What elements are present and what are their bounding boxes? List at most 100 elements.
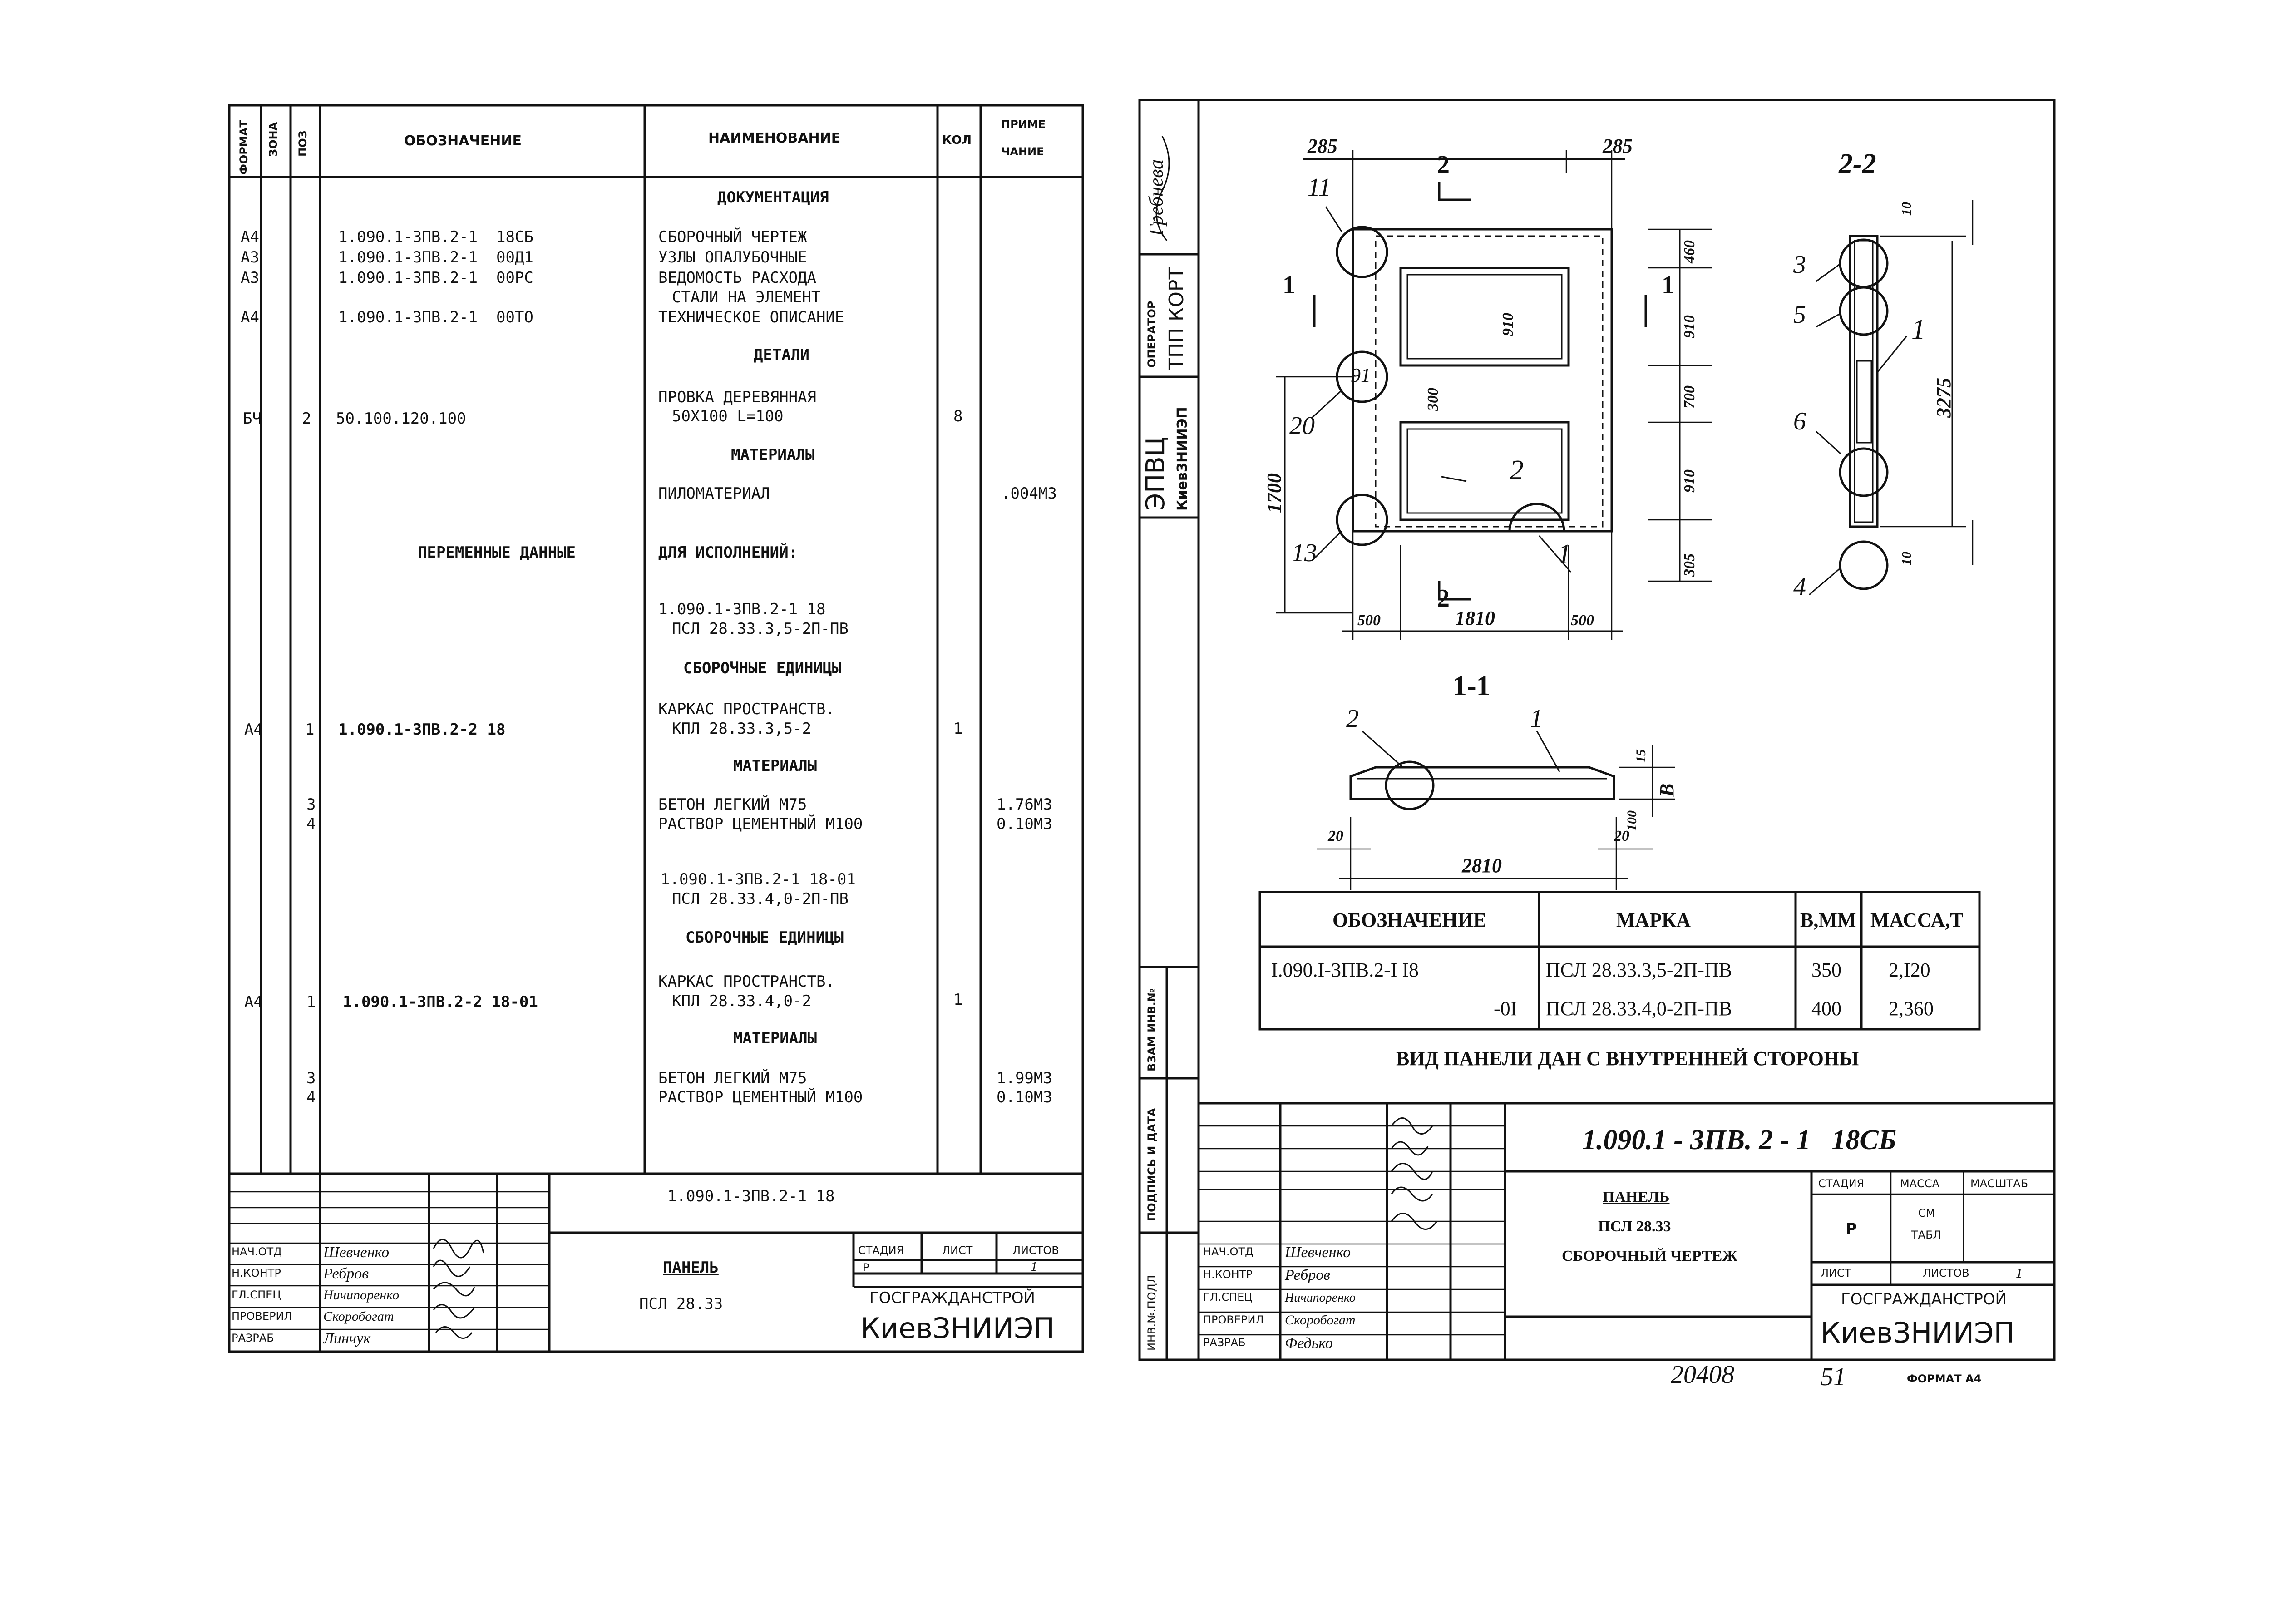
row-format: А4 (244, 993, 263, 1011)
person-name: Ребров (323, 1265, 369, 1282)
org-institute: КиевЗНИИЭП (1821, 1316, 2015, 1349)
callout-number: 6 (1793, 407, 1806, 435)
inv-subst-label: ВЗАМ ИНВ.№ (1145, 988, 1158, 1071)
row-note: 1.76М3 (997, 795, 1052, 814)
callout-number: 4 (1793, 573, 1806, 601)
person-name: Федько (1285, 1335, 1333, 1352)
row-name: УЗЛЫ ОПАЛУБОЧНЫЕ (658, 248, 807, 267)
org-name: ГОСГРАЖДАНСТРОЙ (869, 1289, 1035, 1307)
col-pos-label: ПОЗ (296, 130, 309, 157)
section-title: 1-1 (1453, 671, 1490, 701)
callout-number: 1 (1557, 539, 1571, 570)
row-name: КПЛ 28.33.3,5-2 (672, 720, 812, 738)
signature-scribbles (433, 136, 1438, 1339)
footer-number: 20408 (1671, 1361, 1734, 1389)
row-name: ПРОВКА ДЕРЕВЯННАЯ (658, 388, 816, 406)
row-code: 50.100.120.100 (336, 410, 466, 428)
stage-label: СТАДИЯ (858, 1244, 904, 1257)
row-qty: 8 (953, 407, 963, 425)
row-name: БЕТОН ЛЕГКИЙ М75 (658, 1069, 807, 1087)
callout-number: 11 (1308, 173, 1331, 202)
dim-label: 1700 (1263, 473, 1285, 513)
person-name: Скоробогат (323, 1309, 394, 1324)
section-1-1-view (1317, 730, 1675, 890)
person-name: Ничипоренко (323, 1288, 400, 1303)
dim-label: 305 (1681, 553, 1698, 577)
variable-data-label: ПЕРЕМЕННЫЕ ДАННЫЕ (418, 543, 576, 562)
row-note: 1.99М3 (997, 1069, 1052, 1087)
org-name: ГОСГРАЖДАНСТРОЙ (1841, 1290, 2007, 1308)
section-heading: СБОРОЧНЫЕ ЕДИНИЦЫ (683, 659, 841, 677)
sheet-label: ЛИСТ (1821, 1267, 1851, 1279)
callout-number: 13 (1292, 539, 1317, 567)
version-code: 1.090.1-3ПВ.2-1 18 (658, 600, 826, 618)
row-pos: 4 (306, 1088, 316, 1106)
row-note: .004М3 (1001, 484, 1057, 503)
role-label: РАЗРАБ (1203, 1336, 1246, 1349)
role-label: РАЗРАБ (232, 1332, 274, 1344)
row-note: 0.10М3 (997, 1088, 1052, 1106)
col-note-label-2: ЧАНИЕ (1001, 145, 1044, 158)
role-label: ГЛ.СПЕЦ (1203, 1291, 1253, 1303)
dim-label: 460 (1681, 240, 1698, 263)
title-drawing-type: СБОРОЧНЫЙ ЧЕРТЕЖ (1562, 1248, 1737, 1264)
row-code: 1.090.1-3ПВ.2-1 18СБ (338, 228, 533, 246)
person-name: Линчук (323, 1330, 371, 1347)
dim-label: 500 (1571, 612, 1594, 629)
role-label: ГЛ.СПЕЦ (232, 1288, 281, 1301)
row-qty: 1 (953, 991, 963, 1009)
inv-orig-label: ИНВ.№.ПОДЛ (1145, 1275, 1158, 1351)
dim-label: 500 (1357, 612, 1381, 629)
dim-label: 910 (1681, 315, 1698, 338)
mark-table-cell: ПСЛ 28.33.4,0-2П-ПВ (1546, 997, 1732, 1020)
role-label: НАЧ.ОТД (1203, 1245, 1253, 1258)
mass-label: МАССА (1900, 1177, 1940, 1190)
side-signature: Гребнева (1145, 159, 1167, 236)
sheets-label: ЛИСТОВ (1923, 1267, 1969, 1279)
person-name: Шевченко (1285, 1244, 1351, 1261)
section-heading: МАТЕРИАЛЫ (731, 446, 815, 464)
col-name-label: НАИМЕНОВАНИЕ (708, 130, 841, 146)
callout-number: 91 (1351, 364, 1371, 386)
dim-label: 20 (1614, 828, 1629, 844)
sign-date-label: ПОДПИСЬ И ДАТА (1145, 1108, 1158, 1221)
org-institute: КиевЗНИИЭП (860, 1312, 1055, 1345)
mark-table-frame (1258, 891, 1981, 1031)
stage-label: СТАДИЯ (1818, 1177, 1865, 1190)
section-heading: ДОКУМЕНТАЦИЯ (717, 188, 829, 207)
row-format: А3 (241, 248, 259, 267)
col-zone-label: ЗОНА (267, 122, 280, 157)
row-pos: 3 (306, 795, 316, 814)
version-mark: ПСЛ 28.33.4,0-2П-ПВ (672, 890, 849, 908)
role-label: Н.КОНТР (232, 1267, 281, 1279)
title-doc-code: 1.090.1-3ПВ.2-1 18 (667, 1187, 835, 1205)
role-label: Н.КОНТР (1203, 1268, 1253, 1281)
version-code: 1.090.1-3ПВ.2-1 18-01 (661, 870, 856, 889)
dim-label: 300 (1425, 388, 1441, 411)
left-sheet-frame (228, 104, 1084, 1353)
row-name: ПИЛОМАТЕРИАЛ (658, 484, 770, 503)
mark-table-header: МАССА,Т (1870, 909, 1964, 931)
cut-label: 1 (1662, 271, 1674, 299)
row-pos: 1 (306, 993, 316, 1011)
drawing-note: ВИД ПАНЕЛИ ДАН С ВНУТРЕННЕЙ СТОРОНЫ (1396, 1047, 1859, 1070)
row-code: 1.090.1-3ПВ.2-2 18 (338, 721, 506, 739)
title-doc-code: 1.090.1 - 3ПВ. 2 - 1 18СБ (1582, 1125, 1897, 1155)
stage-value: Р (863, 1261, 869, 1274)
scale-label: МАСШТАБ (1970, 1177, 2028, 1190)
cut-label: 2 (1437, 584, 1450, 612)
title-name: ПАНЕЛЬ (663, 1259, 719, 1277)
side-org-b: КиевЗНИИЭП (1174, 407, 1190, 511)
mark-table-header: МАРКА (1616, 909, 1691, 931)
dim-label: 285 (1308, 135, 1337, 157)
row-code: 1.090.1-3ПВ.2-2 18-01 (343, 993, 538, 1011)
sheets-value: 1 (2016, 1266, 2023, 1281)
row-pos: 4 (306, 815, 316, 833)
dim-label: 10 (1899, 552, 1914, 565)
side-org-a: ЭПВЦ (1141, 436, 1170, 511)
sheets-label: ЛИСТОВ (1012, 1244, 1059, 1257)
col-qty-label: КОЛ (942, 133, 972, 147)
row-name: ВЕДОМОСТЬ РАСХОДА (658, 269, 816, 287)
row-name: БЕТОН ЛЕГКИЙ М75 (658, 795, 807, 814)
mass-value: СМ (1918, 1207, 1935, 1219)
